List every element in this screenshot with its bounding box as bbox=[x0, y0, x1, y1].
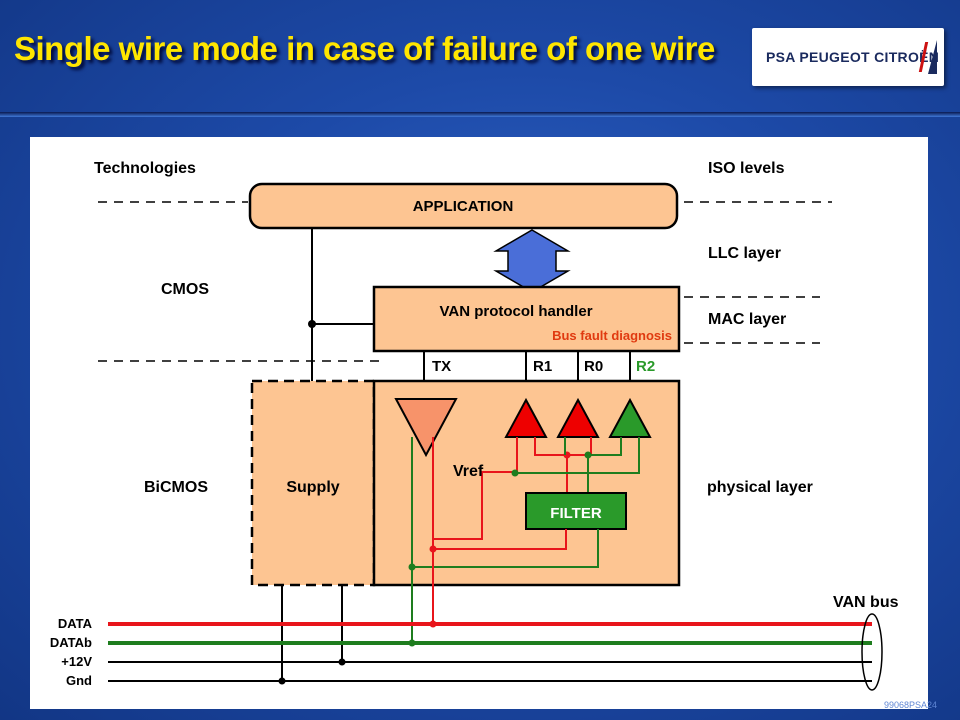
van-bus-label: VAN bus bbox=[833, 594, 899, 611]
filter-label: FILTER bbox=[550, 505, 602, 522]
pin-r1-label: R1 bbox=[533, 358, 552, 375]
logo-mark-icon bbox=[928, 40, 937, 74]
pin-tx-label: TX bbox=[432, 358, 451, 375]
title-rule bbox=[0, 112, 960, 117]
vref-label: Vref bbox=[453, 463, 484, 480]
r0-receiver-icon bbox=[556, 397, 600, 438]
filter-block bbox=[525, 492, 627, 530]
12v-line-label: +12V bbox=[61, 654, 92, 669]
vref-junction-dot bbox=[511, 469, 519, 477]
pin-r2-label: R2 bbox=[636, 358, 655, 375]
iso-levels-header: ISO levels bbox=[708, 160, 785, 177]
protocol-handler-block bbox=[372, 285, 681, 353]
r1-receiver-icon bbox=[504, 397, 548, 438]
bus-fault-label: Bus fault diagnosis bbox=[552, 328, 672, 343]
datab-bus-junction-dot bbox=[408, 639, 416, 647]
supply-label: Supply bbox=[286, 479, 339, 496]
bus-bundle-icon bbox=[861, 613, 883, 691]
application-block bbox=[248, 182, 679, 230]
llc-double-arrow-icon bbox=[493, 229, 571, 293]
iso-physical-label: physical layer bbox=[707, 479, 813, 496]
12v-bus-junction-dot bbox=[338, 658, 346, 666]
filter-datab-wire bbox=[412, 529, 599, 568]
gnd-line-label: Gnd bbox=[66, 673, 92, 688]
technologies-header: Technologies bbox=[94, 160, 196, 177]
slide-footnote: 99068PSA24 bbox=[884, 700, 938, 710]
protocol-handler-label: VAN protocol handler bbox=[439, 303, 592, 320]
diagram-panel: Technologies ISO levels CMOS BiCMOS LLC … bbox=[30, 137, 928, 709]
pin-r0-label: R0 bbox=[584, 358, 603, 375]
slide-title: Single wire mode in case of failure of o… bbox=[14, 30, 715, 67]
data-line-label: DATA bbox=[58, 616, 93, 631]
tech-cmos-label: CMOS bbox=[161, 281, 209, 298]
data-bus-junction-dot bbox=[429, 620, 437, 628]
r2-green-junction-dot bbox=[584, 451, 592, 459]
datab-line-label: DATAb bbox=[50, 635, 92, 650]
psa-logo: PSA PEUGEOT CITROËN bbox=[752, 28, 944, 86]
architecture-diagram: Technologies ISO levels CMOS BiCMOS LLC … bbox=[50, 160, 899, 691]
r2-receiver-icon bbox=[608, 397, 652, 438]
supply-block bbox=[250, 379, 376, 587]
tech-bicmos-label: BiCMOS bbox=[144, 479, 208, 496]
r2-input-wire bbox=[588, 437, 622, 456]
logo-text: PSA PEUGEOT CITROËN bbox=[766, 49, 940, 65]
iso-llc-label: LLC layer bbox=[708, 245, 781, 262]
vref-wire bbox=[515, 437, 640, 474]
application-label: APPLICATION bbox=[413, 198, 514, 215]
gnd-bus-junction-dot bbox=[278, 677, 286, 685]
tx-driver-icon bbox=[394, 398, 458, 458]
filter-data-wire bbox=[433, 529, 567, 550]
r1-input-wire bbox=[534, 437, 567, 456]
supply-junction-dot bbox=[308, 320, 316, 328]
iso-mac-label: MAC layer bbox=[708, 311, 786, 328]
